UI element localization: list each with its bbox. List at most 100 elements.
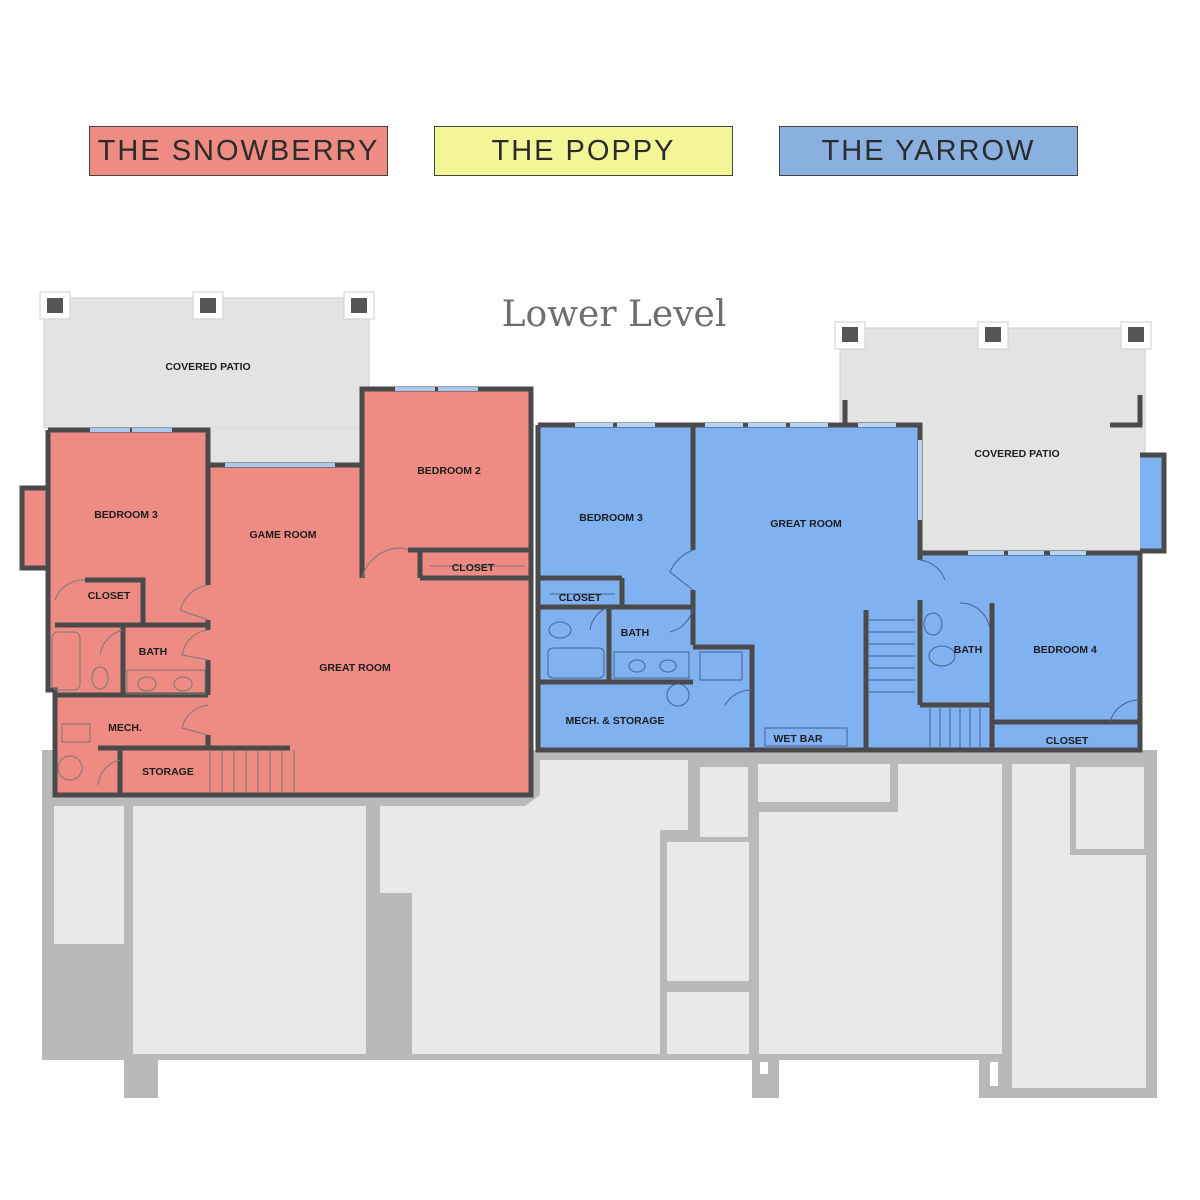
door-swing-14 (1109, 699, 1141, 723)
sink-2 (173, 676, 193, 692)
vanity (126, 669, 206, 695)
unfinished-area-7 (758, 764, 890, 802)
door-swing-5 (181, 704, 209, 736)
yarrow-unit (535, 395, 1167, 753)
wall-mech-wetbar (693, 644, 755, 750)
label-snowberry-great-room: GREAT ROOM (319, 662, 391, 674)
stairs-yarrow-lower (929, 708, 981, 748)
toilet-yarrow-1 (548, 621, 572, 639)
label-snowberry-closet-1: CLOSET (88, 590, 131, 602)
wet-bar-counter (764, 727, 848, 747)
label-yarrow-closet-1: CLOSET (559, 592, 602, 604)
bathtub (51, 631, 81, 691)
door-swing-10 (669, 606, 694, 633)
window-9 (748, 423, 786, 427)
foundation-post-gap-2 (990, 1062, 998, 1086)
unfinished-area-9 (898, 764, 1002, 812)
snowberry-bay-wall (19, 485, 48, 571)
snowberry-patio-extension (210, 428, 360, 463)
foundation (42, 750, 1157, 1100)
tub-yarrow (547, 647, 605, 679)
label-yarrow-mech-storage: MECH. & STORAGE (566, 715, 665, 727)
label-yarrow-closet-2: CLOSET (1046, 735, 1089, 747)
label-snowberry-closet-2: CLOSET (452, 562, 495, 574)
patio-post-core-4 (842, 327, 858, 342)
window-8 (705, 423, 743, 427)
foundation-post-gap-1 (760, 1062, 768, 1074)
foundation-notch-mid (158, 1060, 752, 1100)
window-12 (968, 551, 1004, 555)
label-snowberry-mech: MECH. (108, 722, 142, 734)
mech-unit-yarrow (699, 651, 743, 681)
window-14 (1050, 551, 1086, 555)
door-swing-3 (181, 629, 209, 661)
door-swing-13 (959, 602, 991, 631)
unfinished-area-8 (759, 812, 1002, 1054)
label-yarrow-great-room: GREAT ROOM (770, 518, 842, 530)
label-yarrow-bedroom-4: BEDROOM 4 (1033, 644, 1097, 656)
legend-snowberry-label: THE SNOWBERRY (97, 134, 380, 167)
mech-unit (61, 723, 91, 743)
label-snowberry-covered-patio: COVERED PATIO (165, 361, 250, 373)
window-15 (918, 440, 922, 520)
label-yarrow-wet-bar: WET BAR (774, 733, 823, 745)
unfinished-area-11 (1070, 761, 1150, 855)
water-heater (57, 755, 83, 781)
label-yarrow-covered-patio: COVERED PATIO (974, 448, 1059, 460)
window-5 (225, 463, 335, 467)
toilet-yarrow-2 (923, 612, 943, 636)
legend-yarrow-label: THE YARROW (821, 134, 1036, 167)
label-snowberry-game-room: GAME ROOM (249, 529, 316, 541)
foundation-notch-left (42, 1060, 124, 1100)
sink-yarrow-2 (659, 659, 677, 673)
window-2 (132, 428, 172, 432)
label-snowberry-bedroom-2: BEDROOM 2 (417, 465, 481, 477)
window-13 (1008, 551, 1044, 555)
sink-yarrow-1 (628, 659, 646, 673)
snowberry-bay-window (22, 488, 48, 568)
door-swing-9 (589, 606, 610, 631)
yarrow-nook-wall (1140, 452, 1167, 554)
snowberry-labels: COVERED PATIO BEDROOM 3 GAME ROOM BEDROO… (88, 361, 495, 778)
door-swing-4 (99, 629, 124, 656)
door-swing-7 (361, 547, 409, 579)
door-swing-1 (179, 584, 209, 621)
legend-snowberry: THE SNOWBERRY (89, 126, 388, 176)
window-1 (90, 428, 130, 432)
yarrow-labels: BEDROOM 3 GREAT ROOM COVERED PATIO CLOSE… (559, 448, 1097, 747)
door-swing-12 (919, 559, 946, 581)
unfinished-area-1 (54, 806, 124, 944)
door-swing-6 (97, 759, 121, 786)
sink-1 (137, 676, 157, 692)
snowberry-patio-area (43, 297, 370, 429)
legend-yarrow: THE YARROW (779, 126, 1078, 176)
unfinished-area-4 (667, 842, 749, 981)
snowberry-unit (19, 386, 534, 798)
patio-post-core-2 (200, 298, 216, 313)
yarrow-fireplace-nook (1140, 455, 1164, 551)
foundation-notch-right (779, 1060, 979, 1100)
door-swing-11 (724, 689, 753, 706)
snowberry-outer-wall (45, 386, 534, 798)
label-snowberry-bath: BATH (139, 646, 167, 658)
patio-post-core-3 (351, 298, 367, 313)
water-heater-yarrow (666, 683, 690, 707)
window-11 (858, 423, 896, 427)
window-3 (395, 387, 435, 391)
vanity-yarrow (613, 651, 690, 679)
window-10 (790, 423, 828, 427)
window-6 (575, 423, 613, 427)
unfinished-area-6 (700, 767, 748, 837)
patio-post-core-1 (47, 298, 63, 313)
patio-wall-stub-2 (1110, 395, 1143, 428)
wall-closet (85, 577, 146, 625)
snowberry-patio (39, 291, 375, 463)
label-snowberry-bedroom-3: BEDROOM 3 (94, 509, 158, 521)
legend-poppy-label: THE POPPY (491, 134, 676, 167)
legend-poppy: THE POPPY (434, 126, 733, 176)
patio-post-core-5 (985, 327, 1001, 342)
unfinished-area-5 (667, 992, 749, 1054)
window-4 (438, 387, 478, 391)
